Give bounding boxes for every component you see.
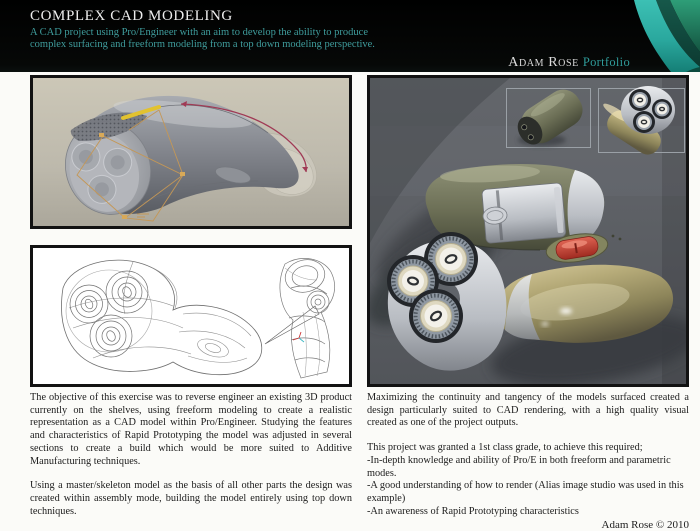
- cad-surface-model-graphic: [33, 78, 349, 226]
- skeleton-model-paragraph: Using a master/skeleton model as the bas…: [30, 480, 352, 517]
- header-banner: COMPLEX CAD MODELING A CAD project using…: [0, 0, 700, 72]
- teal-waves-decoration: [634, 0, 700, 72]
- final-render-graphic: [370, 78, 686, 384]
- wireframe-graphic: [33, 248, 349, 384]
- cad-surface-model-figure: [30, 75, 352, 229]
- rotary-cutters: [387, 232, 478, 343]
- power-button: [545, 233, 609, 263]
- gold-shaver-render: [387, 232, 674, 371]
- final-render-figure: [367, 75, 689, 387]
- page-subtitle: A CAD project using Pro/Engineer with an…: [30, 27, 375, 50]
- bullet-proe: -In-depth knowledge and ability of Pro/E…: [367, 454, 671, 479]
- bullet-rapid-prototyping: -An awareness of Rapid Prototyping chara…: [367, 505, 579, 517]
- brand-name: Adam Rose: [508, 55, 579, 70]
- page-title: COMPLEX CAD MODELING: [30, 8, 233, 24]
- copyright-footer: Adam Rose © 2010: [601, 519, 690, 531]
- continuity-paragraph: Maximizing the continuity and tangency o…: [367, 392, 689, 429]
- inset-base-view: [506, 88, 591, 148]
- inset-heads-view: [598, 86, 685, 155]
- olive-shaver-back-render: [425, 164, 605, 251]
- wireframe-views-figure: [30, 245, 352, 387]
- bullet-render: -A good understanding of how to render (…: [367, 480, 684, 504]
- brand-suffix: Portfolio: [582, 55, 630, 69]
- objective-paragraph: The objective of this exercise was to re…: [30, 392, 352, 467]
- right-text-column: Maximizing the continuity and tangency o…: [367, 392, 689, 531]
- brand-mark: Adam Rose Portfolio: [388, 53, 630, 71]
- grade-paragraph: This project was granted a 1st class gra…: [367, 442, 643, 454]
- left-text-column: The objective of this exercise was to re…: [30, 392, 352, 530]
